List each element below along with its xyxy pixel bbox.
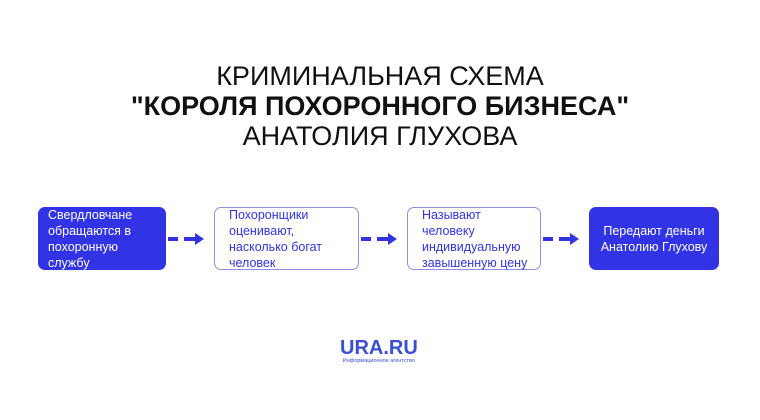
arrow-icon <box>361 233 397 245</box>
title-line-1: КРИМИНАЛЬНАЯ СХЕМА <box>216 61 544 91</box>
step-2-text: Похоронщики оценивают, насколько богат ч… <box>229 207 323 270</box>
arrow-icon <box>168 233 204 245</box>
logo-name: URA.RU <box>340 337 418 359</box>
title-line-3: АНАТОЛИЯ ГЛУХОВА <box>242 121 518 151</box>
step-4-text: Передают деньги Анатолию Глухову <box>600 223 708 254</box>
step-1-box: Свердловчане обращаются в похоронную слу… <box>38 207 166 270</box>
logo-tagline: Информационное агентство <box>342 358 415 364</box>
logo: URA.RU Информационное агентство <box>340 338 418 365</box>
step-3-text: Называют человеку индивидуальную завышен… <box>422 207 528 270</box>
step-3-box: Называют человеку индивидуальную завышен… <box>407 207 541 270</box>
arrow-icon <box>543 233 579 245</box>
step-4-box: Передают деньги Анатолию Глухову <box>589 207 719 270</box>
step-1-text: Свердловчане обращаются в похоронную слу… <box>48 207 133 270</box>
title-line-2: "КОРОЛЯ ПОХОРОННОГО БИЗНЕСА" <box>130 91 630 121</box>
step-2-box: Похоронщики оценивают, насколько богат ч… <box>214 207 359 270</box>
